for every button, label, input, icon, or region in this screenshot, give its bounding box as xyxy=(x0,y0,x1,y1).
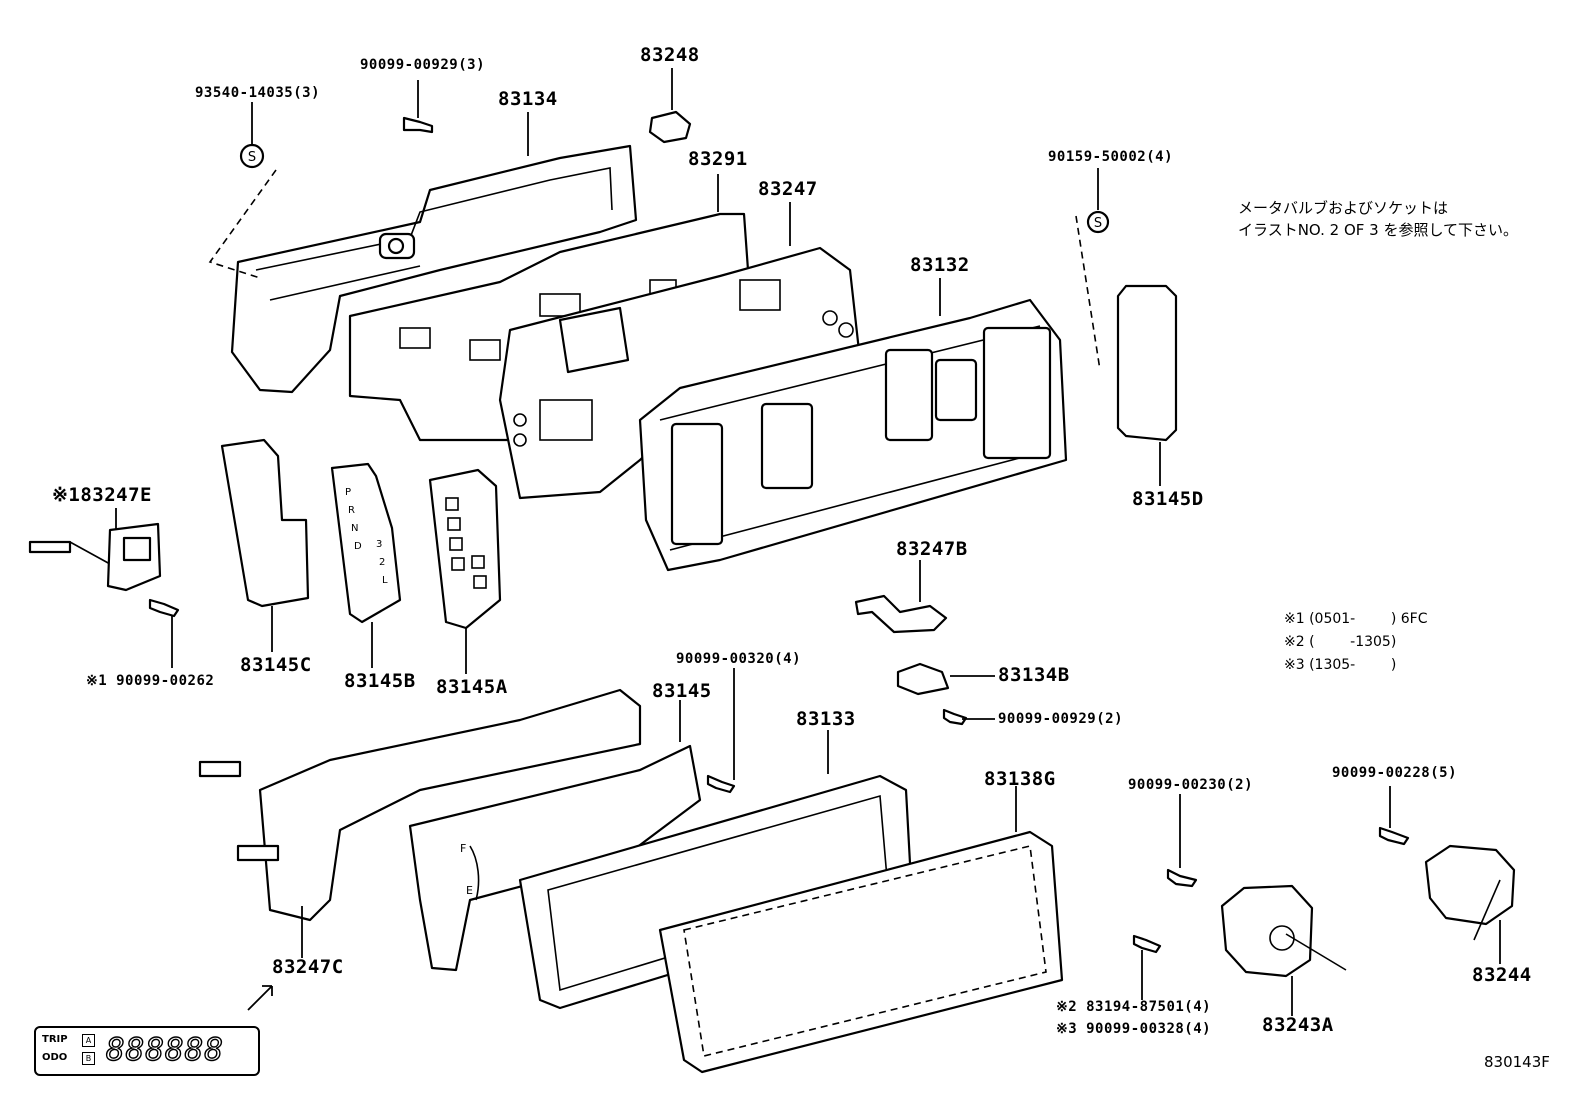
shift-letter-r: R xyxy=(348,505,355,516)
lens-83145D xyxy=(1116,284,1178,442)
dashed-guide-right xyxy=(1075,215,1101,371)
svg-text:S: S xyxy=(1094,216,1102,231)
shift-letter-p: P xyxy=(345,487,352,498)
leader-lines xyxy=(115,68,1501,1016)
label-83138G: 83138G xyxy=(984,768,1056,790)
main-case-83132 xyxy=(638,298,1068,572)
shift-letter-2: 2 xyxy=(379,557,386,568)
label-83132: 83132 xyxy=(910,254,970,276)
label-90099-00929-3: 90099-00929(3) xyxy=(360,57,486,73)
meter-motor-83244 xyxy=(1424,844,1516,941)
variant-note-3: ※3 (1305- ) xyxy=(1284,657,1397,673)
label-83247C: 83247C xyxy=(272,956,344,978)
trip-a-indicator: A xyxy=(82,1034,95,1047)
housing-83134 xyxy=(230,144,638,394)
label-83134B: 83134B xyxy=(998,664,1070,686)
lens-83145A xyxy=(428,468,502,630)
label-83145B: 83145B xyxy=(344,670,416,692)
label-83247: 83247 xyxy=(758,178,818,200)
label-90099-00230: 90099-00230(2) xyxy=(1128,777,1254,793)
bracket-83247B xyxy=(854,594,948,634)
label-83145: 83145 xyxy=(652,680,712,702)
screw-group xyxy=(148,116,1410,954)
svg-text:S: S xyxy=(248,150,256,165)
label-83133: 83133 xyxy=(796,708,856,730)
bulb-socket-note-line-1: メータバルブおよびソケットは xyxy=(1238,199,1449,217)
shift-letter-n: N xyxy=(351,523,359,534)
label-83134: 83134 xyxy=(498,88,558,110)
label-93540-14035: 93540-14035(3) xyxy=(195,85,321,101)
shift-letter-d: D xyxy=(354,541,362,552)
trip-b-indicator: B xyxy=(82,1052,95,1065)
s-washer-left: S xyxy=(239,143,265,169)
label-90159-50002: 90159-50002(4) xyxy=(1048,149,1174,165)
label-83243A: 83243A xyxy=(1262,1014,1334,1036)
variant-note-1: ※1 (0501- ) 6FC xyxy=(1284,611,1428,627)
switch-83247E xyxy=(28,522,162,592)
socket-83248 xyxy=(648,110,692,144)
s-washer-right: S xyxy=(1086,210,1110,234)
label-90099-00320: 90099-00320(4) xyxy=(676,651,802,667)
fuel-e-label: E xyxy=(466,884,473,897)
label-90099-00262: ※1 90099-00262 xyxy=(86,673,215,689)
odo-label: ODO xyxy=(42,1052,68,1063)
shift-plate-83145B xyxy=(330,462,402,624)
glass-83138G xyxy=(658,830,1064,1074)
label-83145D: 83145D xyxy=(1132,488,1204,510)
fuel-f-label: F xyxy=(460,842,467,855)
odometer-digits: 888888 xyxy=(105,1031,224,1068)
label-90099-00228: 90099-00228(5) xyxy=(1332,765,1458,781)
illustration-id: 830143F xyxy=(1484,1053,1550,1071)
trip-label: TRIP xyxy=(42,1034,68,1045)
dashed-guide-left xyxy=(208,169,277,279)
odometer-display: TRIP ODO A B 888888 xyxy=(34,1026,260,1076)
label-83247E: ※183247E xyxy=(52,484,152,506)
label-83244: 83244 xyxy=(1472,964,1532,986)
label-90099-00328: ※3 90099-00328(4) xyxy=(1056,1021,1212,1037)
variant-note-2: ※2 ( -1305) xyxy=(1284,634,1397,650)
shift-letter-3: 3 xyxy=(376,539,383,550)
label-83247B: 83247B xyxy=(896,538,968,560)
label-83145C: 83145C xyxy=(240,654,312,676)
lens-83145C xyxy=(220,438,310,608)
label-83248: 83248 xyxy=(640,44,700,66)
label-90099-00929-2: 90099-00929(2) xyxy=(998,711,1124,727)
label-83145A: 83145A xyxy=(436,676,508,698)
shift-letter-l: L xyxy=(382,575,388,586)
clip-83134B xyxy=(896,662,950,696)
meter-motor-83243A xyxy=(1220,884,1347,978)
label-83194-87501: ※2 83194-87501(4) xyxy=(1056,999,1212,1015)
printed-plate-83247 xyxy=(498,246,862,500)
bulb-socket-note-line-2: イラストNO. 2 OF 3 を参照して下さい。 xyxy=(1238,221,1519,239)
label-83291: 83291 xyxy=(688,148,748,170)
